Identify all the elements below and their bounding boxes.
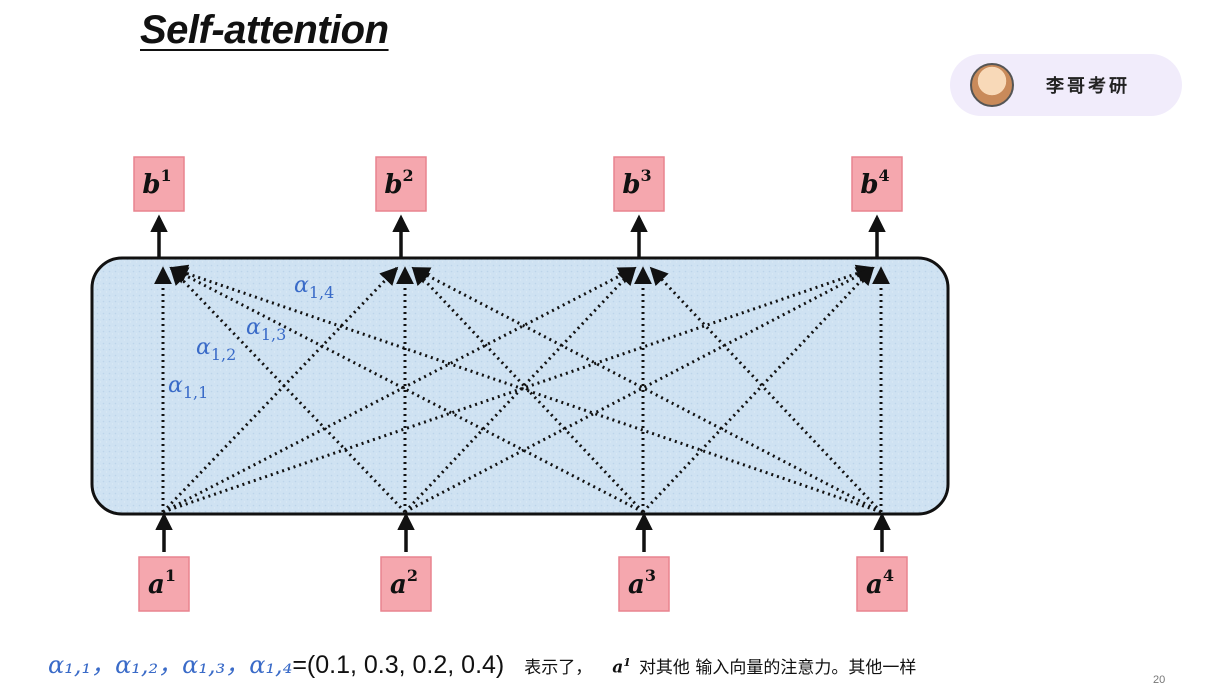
- watermark-badge: 李哥考研: [950, 54, 1182, 116]
- output-b3-box: [613, 156, 665, 212]
- input-a4-box: [856, 556, 908, 612]
- attention-line: [162, 264, 875, 514]
- output-vectors: b1 b2 b3 b4: [133, 156, 903, 212]
- input-a2: a2: [380, 556, 432, 612]
- input-a2-box: [380, 556, 432, 612]
- attention-line: [411, 266, 882, 514]
- caption-text-2: 对其他 输入向量的注意力。其他一样: [638, 658, 917, 678]
- attention-line: [641, 266, 875, 514]
- caption-variable: a1: [612, 656, 631, 678]
- io-arrows: [150, 214, 891, 552]
- attention-connections: [154, 264, 890, 514]
- output-b1: b1: [133, 156, 185, 212]
- page-title: Self-attention: [140, 8, 389, 52]
- attention-panel: [90, 256, 950, 516]
- attention-line: [169, 264, 882, 514]
- input-a1: a1: [138, 556, 190, 612]
- caption: α₁,₁，α₁,₂，α₁,₃，α₁,₄ =(0.1, 0.3, 0.2, 0.4…: [48, 645, 916, 680]
- attention-line: [161, 266, 399, 514]
- attention-line: [403, 266, 637, 514]
- input-a3-box: [618, 556, 670, 612]
- attention-line: [649, 266, 883, 514]
- output-b3: b3: [613, 156, 665, 212]
- output-b4-box: [851, 156, 903, 212]
- attention-line: [404, 266, 875, 514]
- attention-line: [169, 266, 644, 514]
- page-number: 20: [1153, 674, 1166, 686]
- input-a4: a4: [856, 556, 908, 612]
- output-b1-box: [133, 156, 185, 212]
- input-vectors: a1 a2 a3 a4: [138, 556, 908, 612]
- output-b4: b4: [851, 156, 903, 212]
- caption-text-1: 表示了，: [524, 658, 593, 678]
- attention-line: [162, 266, 637, 514]
- input-a1-box: [138, 556, 190, 612]
- attention-line: [411, 266, 645, 514]
- input-a3: a3: [618, 556, 670, 612]
- attention-line: [169, 266, 407, 514]
- caption-values: =(0.1, 0.3, 0.2, 0.4): [292, 651, 505, 679]
- cat-avatar-icon: [970, 63, 1014, 107]
- caption-alpha-terms: α₁,₁，α₁,₂，α₁,₃，α₁,₄: [48, 651, 293, 679]
- watermark-text: 李哥考研: [1046, 76, 1130, 97]
- output-b2-box: [375, 156, 427, 212]
- output-b2: b2: [375, 156, 427, 212]
